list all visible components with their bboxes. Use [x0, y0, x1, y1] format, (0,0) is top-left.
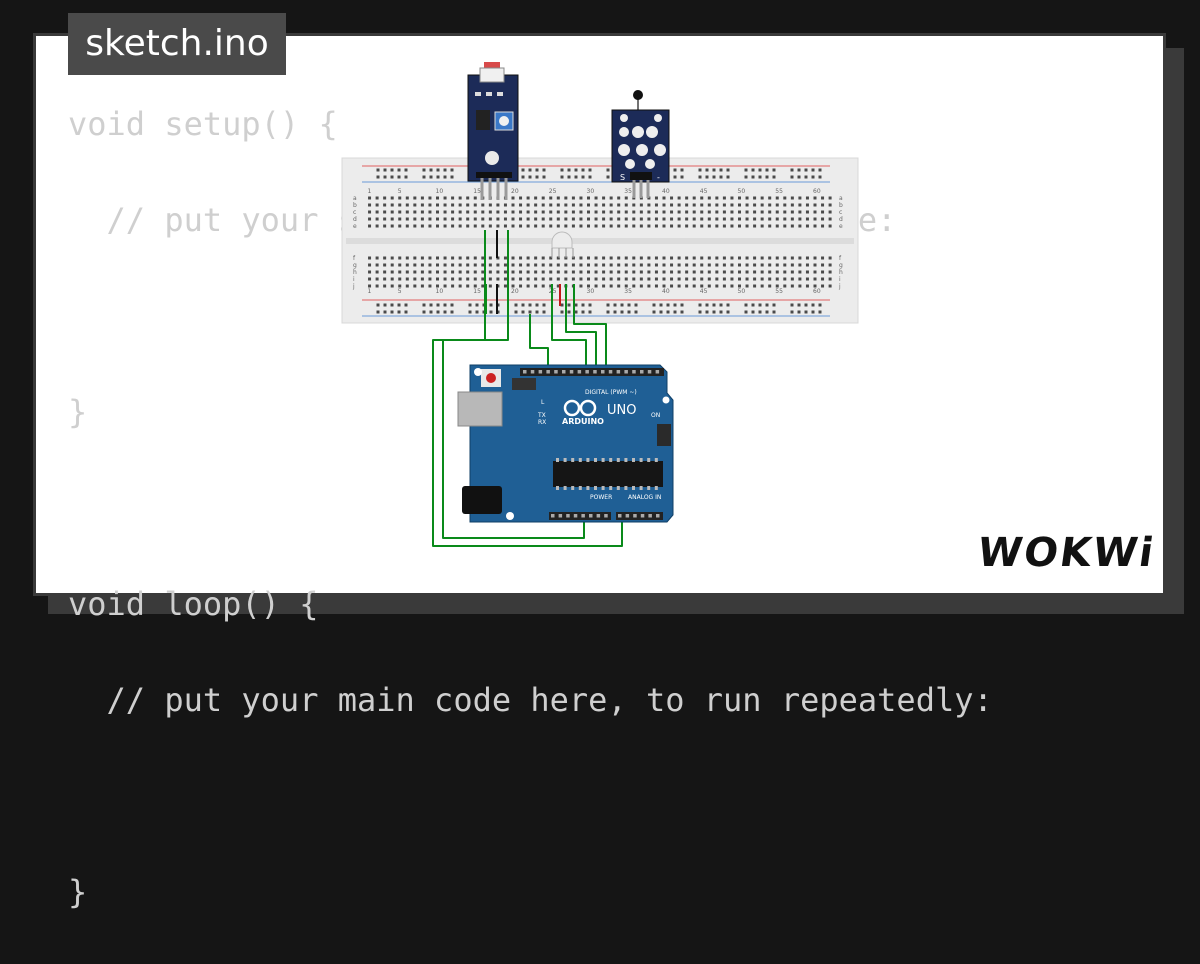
microcontroller-chip-pins [556, 458, 658, 490]
column-number: 45 [700, 288, 708, 295]
column-number: 10 [436, 188, 444, 195]
row-letter: c [353, 209, 356, 216]
column-number: 35 [624, 288, 632, 295]
row-letter: i [839, 276, 841, 283]
row-letter: j [838, 283, 841, 290]
arduino-logo-text: ARDUINO [562, 417, 604, 426]
code-line: } [68, 393, 88, 431]
temperature-sensor-module[interactable]: S - [611, 90, 670, 198]
row-letter: a [839, 195, 843, 202]
column-number: 40 [662, 288, 670, 295]
column-number: 50 [738, 188, 746, 195]
rx-led-label: RX [538, 419, 546, 426]
digital-header-label: DIGITAL (PWM ~) [585, 389, 637, 396]
row-letter: f [839, 255, 842, 262]
column-number: 60 [813, 188, 821, 195]
code-line [68, 772, 993, 820]
column-number: 10 [436, 288, 444, 295]
column-number: 15 [473, 288, 481, 295]
column-number: 45 [700, 188, 708, 195]
column-number: 1 [368, 188, 372, 195]
column-number: 1 [368, 288, 372, 295]
sensor-pin-minus-label: - [657, 173, 660, 182]
code-line: void loop() { [68, 585, 319, 623]
file-tab[interactable]: sketch.ino [68, 13, 286, 75]
column-number: 30 [587, 288, 595, 295]
digital-pin-header [523, 370, 660, 374]
board-model-label: UNO [607, 403, 636, 418]
power-analog-pin-header [551, 514, 660, 518]
column-number: 15 [473, 188, 481, 195]
light-sensor-module[interactable] [467, 62, 519, 200]
column-number: 55 [775, 288, 783, 295]
row-letter: d [353, 216, 357, 223]
row-letter: j [352, 283, 355, 290]
wokwi-logo: WOKWi [974, 530, 1159, 576]
row-letter: a [353, 195, 357, 202]
column-number: 30 [587, 188, 595, 195]
row-letter: d [839, 216, 843, 223]
l-led-label: L [541, 399, 545, 406]
column-number: 55 [775, 188, 783, 195]
row-letter: h [839, 269, 843, 276]
row-letter: b [839, 202, 843, 209]
column-number: 20 [511, 288, 519, 295]
column-number: 5 [398, 188, 402, 195]
row-letter: e [353, 223, 357, 230]
arduino-logo-icon [563, 399, 597, 417]
column-number: 50 [738, 288, 746, 295]
row-letter: g [839, 262, 843, 269]
row-letter: g [353, 262, 357, 269]
code-line: } [68, 873, 88, 911]
row-letter: h [353, 269, 357, 276]
code-line: void setup() { [68, 105, 338, 143]
column-number: 20 [511, 188, 519, 195]
file-tab-label: sketch.ino [85, 23, 269, 64]
column-number: 60 [813, 288, 821, 295]
rgb-led[interactable] [551, 231, 574, 258]
wires [432, 230, 623, 547]
code-line: // put your main code here, to run repea… [68, 681, 993, 719]
row-letter: i [353, 276, 355, 283]
analog-header-label: ANALOG IN [628, 494, 661, 501]
column-number: 5 [398, 288, 402, 295]
row-letter: c [839, 209, 842, 216]
column-number: 25 [549, 188, 557, 195]
power-header-label: POWER [590, 494, 612, 501]
sensor-pin-s-label: S [620, 173, 625, 182]
row-letter: e [839, 223, 843, 230]
column-number: 40 [662, 188, 670, 195]
column-number: 35 [624, 188, 632, 195]
row-letter: f [353, 255, 356, 262]
arduino-uno-board[interactable]: DIGITAL (PWM ~) L TX RX ARDUINO UNO ON P… [457, 364, 674, 523]
on-led-label: ON [651, 412, 660, 419]
tx-led-label: TX [537, 412, 546, 419]
row-letter: b [353, 202, 357, 209]
